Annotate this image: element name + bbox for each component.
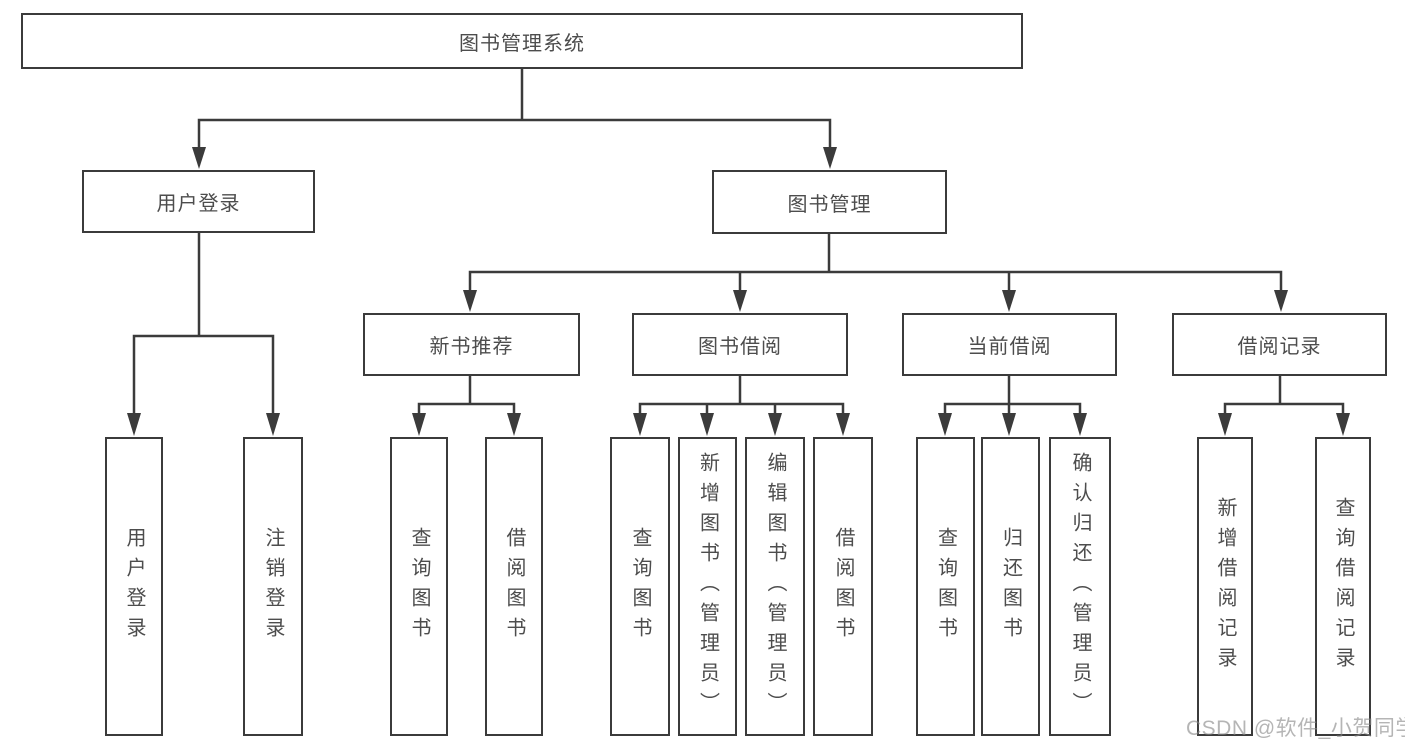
branch-book-borrow-children bbox=[633, 376, 850, 436]
node-book-borrow: 图书借阅 bbox=[632, 313, 848, 376]
node-user-login: 用户登录 bbox=[82, 170, 315, 233]
branch-new-book-recommend-children bbox=[412, 376, 521, 436]
node-label: 图书管理 bbox=[787, 193, 872, 216]
node-label: 查询借阅记录 bbox=[1332, 496, 1354, 677]
node-label: 编辑图书（管理员） bbox=[764, 451, 786, 722]
node-label: 确认归还（管理员） bbox=[1069, 451, 1091, 722]
node-label: 图书管理系统 bbox=[459, 32, 585, 55]
leaf-records-add-record: 新增借阅记录 bbox=[1197, 437, 1253, 736]
node-label: 当前借阅 bbox=[967, 336, 1052, 358]
node-label: 图书借阅 bbox=[698, 336, 782, 358]
node-label: 借阅记录 bbox=[1237, 336, 1322, 358]
branch-book-management-children bbox=[463, 234, 1288, 312]
csdn-watermark: CSDN @软件_小贺同学 bbox=[1186, 717, 1405, 740]
node-label: 用户登录 bbox=[156, 193, 241, 215]
branch-root-to-level2 bbox=[192, 69, 837, 169]
leaf-recommend-borrow-books: 借阅图书 bbox=[485, 437, 543, 736]
node-label: 借阅图书 bbox=[503, 526, 525, 647]
node-label: 新增借阅记录 bbox=[1214, 496, 1236, 677]
node-label: 新增图书（管理员） bbox=[696, 451, 719, 722]
branch-current-borrow-children bbox=[938, 376, 1087, 436]
node-label: 查询图书 bbox=[408, 526, 430, 647]
node-library-management-system: 图书管理系统 bbox=[21, 13, 1023, 69]
node-borrow-records: 借阅记录 bbox=[1172, 313, 1387, 376]
leaf-current-return-books: 归还图书 bbox=[981, 437, 1040, 736]
branch-user-login-children bbox=[127, 233, 280, 436]
node-new-book-recommend: 新书推荐 bbox=[363, 313, 580, 376]
leaf-borrow-edit-books-admin: 编辑图书（管理员） bbox=[745, 437, 805, 736]
leaf-recommend-query-books: 查询图书 bbox=[390, 437, 448, 736]
leaf-user-login: 用户登录 bbox=[105, 437, 163, 736]
node-label: 查询图书 bbox=[629, 526, 651, 647]
leaf-borrow-query-books: 查询图书 bbox=[610, 437, 670, 736]
leaf-records-query-record: 查询借阅记录 bbox=[1315, 437, 1371, 736]
node-label: 归还图书 bbox=[999, 526, 1022, 647]
node-current-borrow: 当前借阅 bbox=[902, 313, 1117, 376]
leaf-borrow-borrow-books: 借阅图书 bbox=[813, 437, 873, 736]
node-label: 借阅图书 bbox=[832, 526, 854, 647]
node-label: 查询图书 bbox=[934, 526, 957, 647]
branch-borrow-records-children bbox=[1218, 376, 1350, 436]
node-label: 用户登录 bbox=[123, 526, 145, 647]
leaf-current-query-books: 查询图书 bbox=[916, 437, 975, 736]
node-book-management: 图书管理 bbox=[712, 170, 947, 234]
leaf-logout: 注销登录 bbox=[243, 437, 303, 736]
node-label: 注销登录 bbox=[262, 526, 284, 647]
leaf-current-confirm-return-admin: 确认归还（管理员） bbox=[1049, 437, 1111, 736]
node-label: 新书推荐 bbox=[429, 336, 514, 358]
leaf-borrow-add-books-admin: 新增图书（管理员） bbox=[678, 437, 737, 736]
